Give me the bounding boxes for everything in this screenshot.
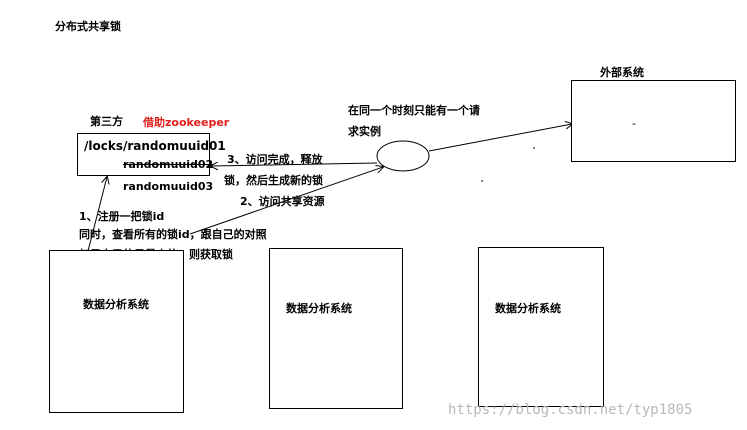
step3-line2: 锁，然后生成新的锁: [224, 174, 323, 187]
step1-line2: 同时，查看所有的锁id，跟自己的对照: [79, 228, 267, 241]
lock-item-randomuuid02: randomuuid02: [123, 158, 214, 171]
node-label-1: 数据分析系统: [83, 298, 149, 311]
node-box-3: [478, 247, 604, 407]
external-system-box: -: [571, 80, 736, 162]
arrow-to-external-system: [428, 124, 572, 152]
node-box-1: [49, 250, 184, 413]
step1-line1: 1、注册一把锁id: [79, 210, 165, 223]
external-system-label: 外部系统: [600, 66, 644, 79]
lock-item-randomuuid03: randomuuid03: [123, 180, 214, 193]
arrow-access-shared-resource: [189, 167, 383, 235]
page-title: 分布式共享锁: [55, 20, 121, 33]
shared-resource-ellipse: [376, 140, 430, 172]
node-box-2: [269, 248, 403, 409]
arrow-release-lock: [211, 163, 378, 166]
zookeeper-tag: 借助zookeeper: [143, 116, 230, 129]
node-label-2: 数据分析系统: [286, 302, 352, 315]
step3-line1: 3、访问完成，释放: [227, 153, 323, 166]
annotation-one-request: 在同一个时刻只能有一个请: [348, 104, 480, 117]
lock-path: /locks/randomuuid01: [84, 139, 226, 153]
watermark: https://blog.csdn.net/typ1805: [448, 402, 693, 418]
annotation-one-request-2: 求实例: [348, 125, 381, 138]
external-system-mark: -: [632, 117, 636, 130]
zookeeper-lock-box: [77, 133, 210, 176]
node-label-3: 数据分析系统: [495, 302, 561, 315]
third-party-label: 第三方: [90, 115, 123, 128]
step2-label: 2、访问共享资源: [240, 195, 325, 208]
arrow-register-lock: [87, 177, 107, 252]
